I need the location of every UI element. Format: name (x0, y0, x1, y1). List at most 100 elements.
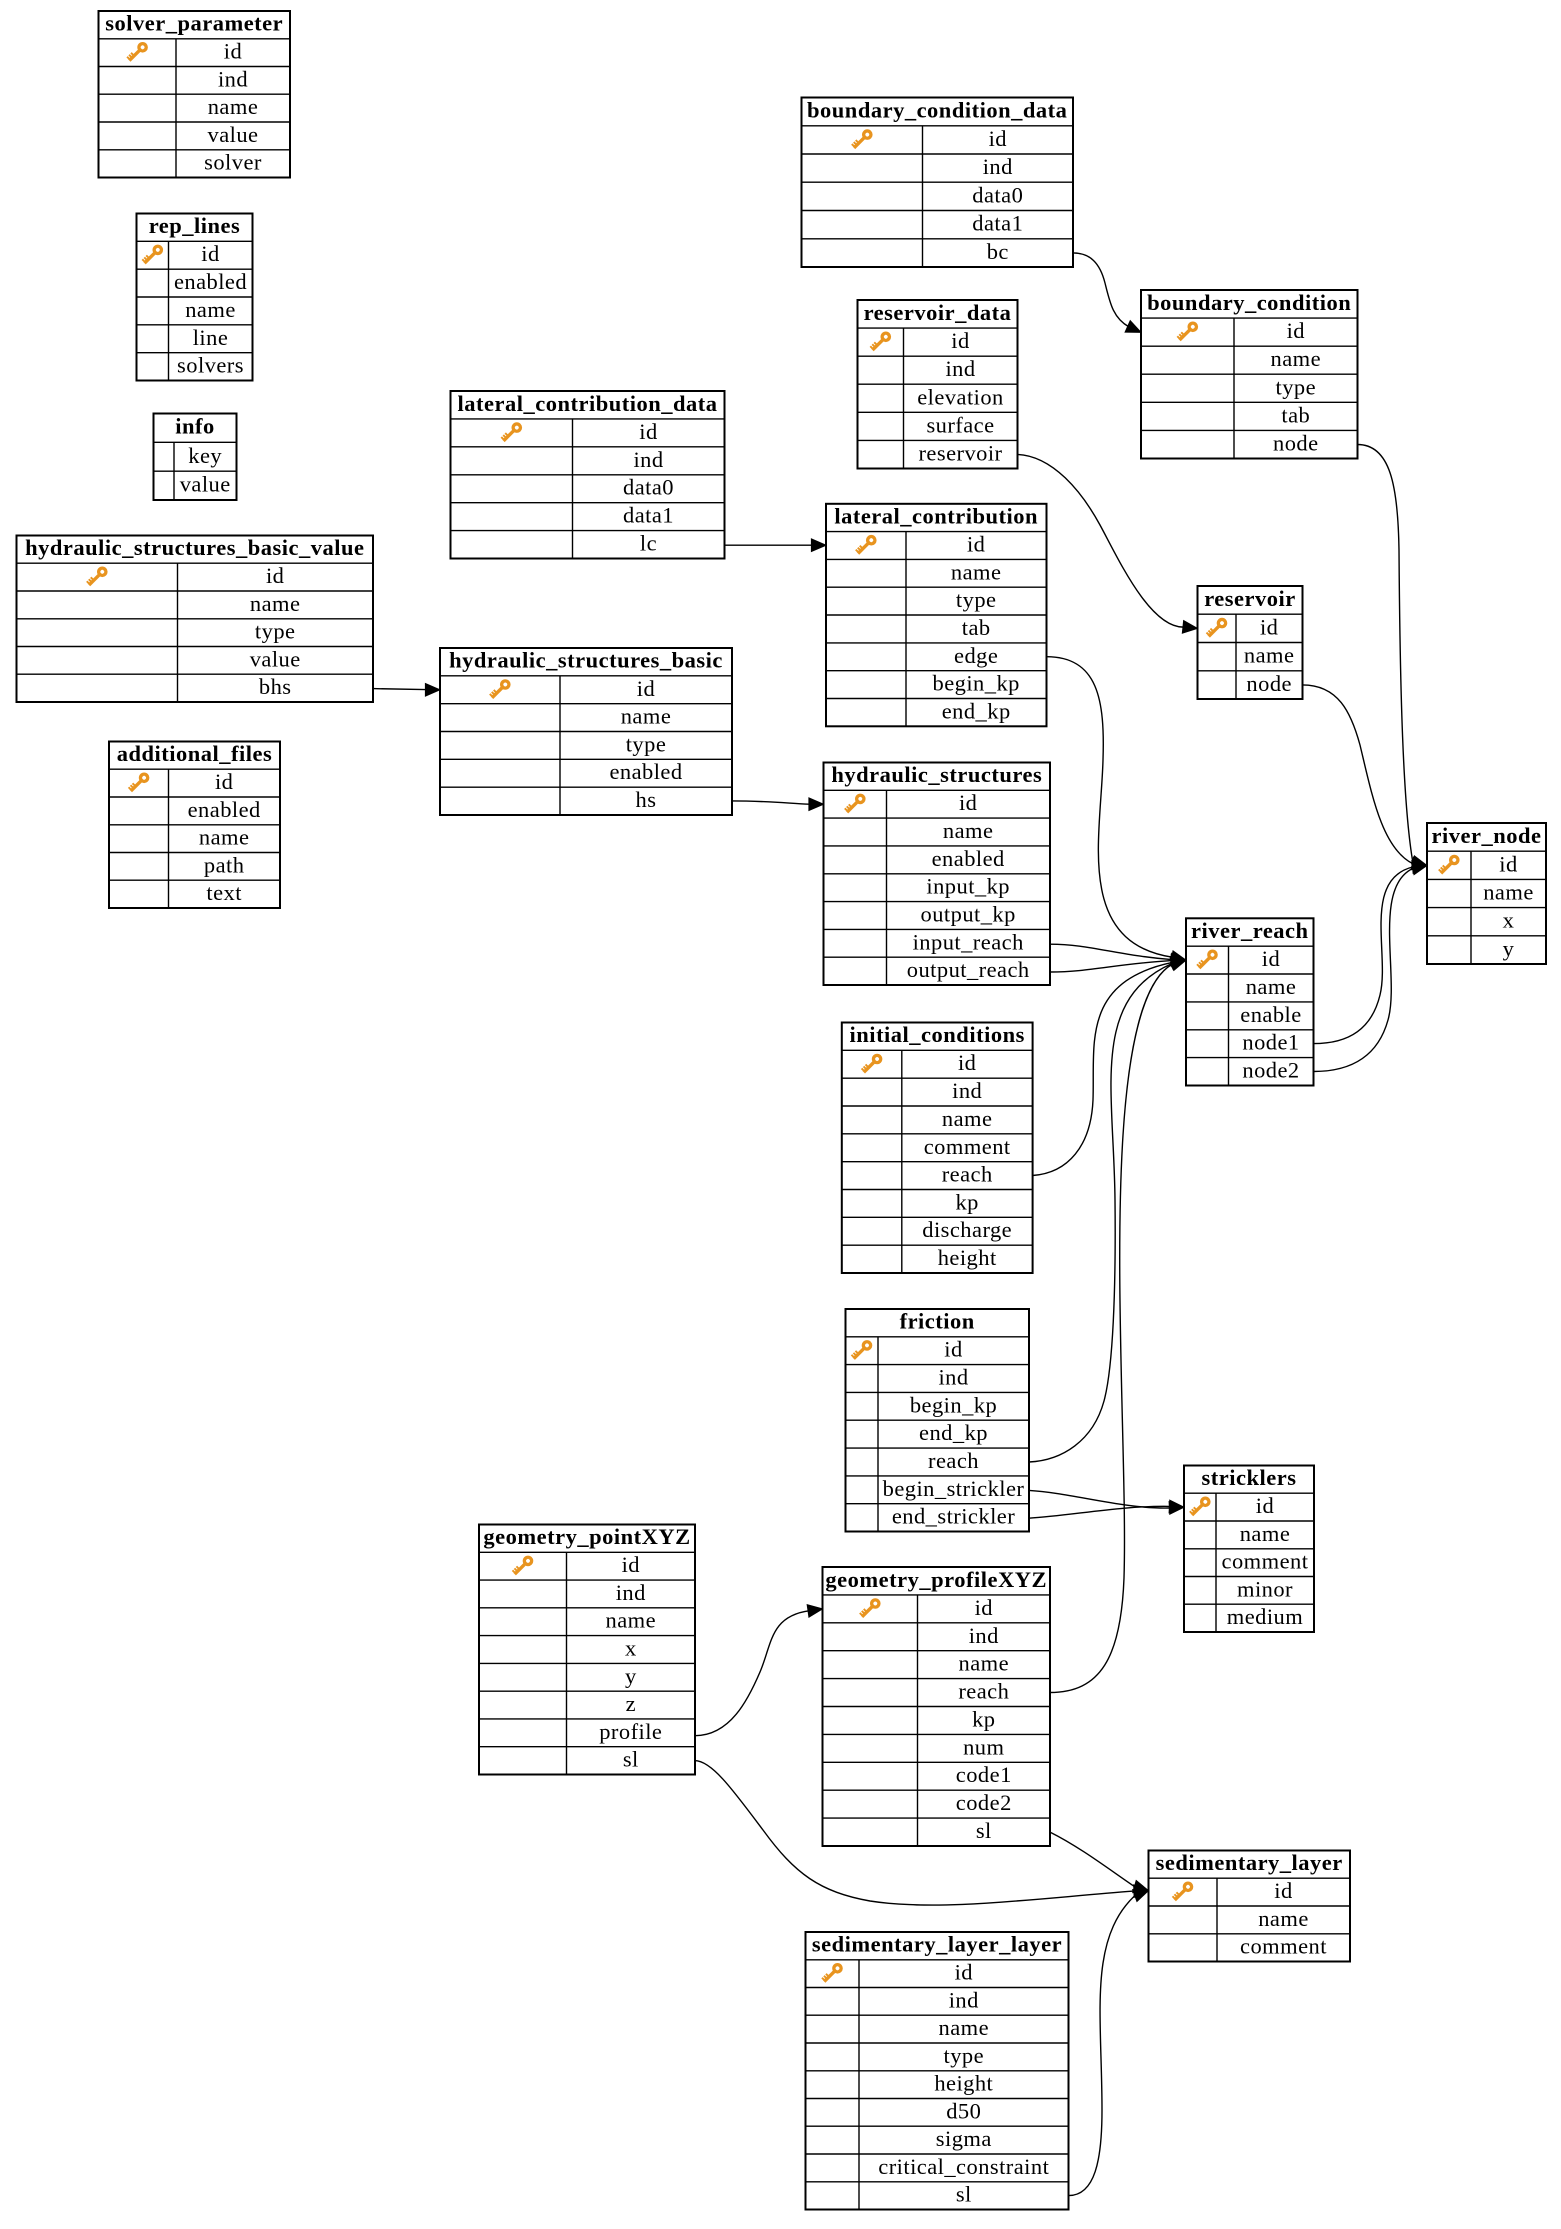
svg-text:end_kp: end_kp (942, 698, 1011, 723)
svg-text:value: value (208, 122, 259, 147)
svg-text:id: id (622, 1552, 640, 1577)
svg-text:key: key (188, 443, 222, 468)
svg-text:begin_strickler: begin_strickler (883, 1476, 1025, 1501)
svg-text:name: name (1271, 346, 1322, 371)
svg-text:reach: reach (942, 1162, 993, 1187)
svg-text:discharge: discharge (922, 1217, 1012, 1242)
svg-text:friction: friction (900, 1309, 975, 1334)
svg-text:comment: comment (924, 1134, 1011, 1159)
svg-text:enabled: enabled (609, 759, 682, 784)
svg-text:reservoir: reservoir (918, 441, 1002, 466)
svg-text:ind: ind (616, 1580, 646, 1605)
svg-text:id: id (1256, 1493, 1274, 1518)
svg-text:sigma: sigma (936, 2126, 992, 2151)
svg-text:ind: ind (949, 1987, 979, 2012)
svg-text:kp: kp (955, 1189, 978, 1214)
svg-text:hs: hs (636, 787, 657, 812)
svg-text:id: id (1274, 1878, 1292, 1903)
svg-text:id: id (639, 419, 657, 444)
svg-text:height: height (934, 2071, 993, 2096)
svg-text:river_node: river_node (1432, 823, 1542, 848)
svg-text:data1: data1 (623, 503, 674, 528)
svg-text:type: type (944, 2043, 985, 2068)
svg-text:lc: lc (640, 531, 657, 556)
svg-text:code2: code2 (956, 1790, 1012, 1815)
svg-text:node: node (1246, 671, 1292, 696)
svg-text:name: name (1244, 643, 1295, 668)
svg-text:lateral_contribution_data: lateral_contribution_data (458, 391, 718, 416)
svg-text:ind: ind (983, 154, 1013, 179)
svg-text:output_reach: output_reach (907, 957, 1030, 982)
svg-text:type: type (956, 587, 997, 612)
svg-text:sedimentary_layer_layer: sedimentary_layer_layer (812, 1932, 1062, 1957)
svg-text:name: name (943, 818, 994, 843)
svg-text:num: num (963, 1734, 1004, 1759)
svg-text:begin_kp: begin_kp (933, 671, 1020, 696)
svg-text:ind: ind (633, 447, 663, 472)
svg-text:profile: profile (599, 1719, 662, 1744)
svg-text:river_reach: river_reach (1191, 918, 1309, 943)
svg-text:enable: enable (1240, 1002, 1301, 1027)
svg-text:initial_conditions: initial_conditions (850, 1022, 1025, 1047)
svg-text:sedimentary_layer: sedimentary_layer (1156, 1850, 1343, 1875)
svg-text:type: type (626, 731, 667, 756)
svg-text:info: info (175, 414, 215, 439)
svg-text:enabled: enabled (932, 846, 1005, 871)
svg-text:node2: node2 (1242, 1058, 1299, 1083)
svg-text:id: id (1260, 614, 1278, 639)
svg-text:end_kp: end_kp (919, 1420, 988, 1445)
svg-text:ind: ind (218, 66, 248, 91)
svg-text:id: id (637, 676, 655, 701)
svg-text:ind: ind (969, 1623, 999, 1648)
svg-text:node: node (1273, 431, 1319, 456)
svg-text:solvers: solvers (177, 353, 244, 378)
svg-text:hydraulic_structures_basic: hydraulic_structures_basic (449, 648, 723, 673)
svg-text:reach: reach (958, 1679, 1009, 1704)
svg-text:name: name (939, 2015, 990, 2040)
svg-text:sl: sl (956, 2182, 972, 2207)
svg-text:type: type (1276, 374, 1317, 399)
svg-text:id: id (959, 790, 977, 815)
svg-text:output_kp: output_kp (921, 902, 1016, 927)
svg-text:ind: ind (945, 356, 975, 381)
svg-text:node1: node1 (1242, 1030, 1299, 1055)
svg-text:bc: bc (987, 239, 1009, 264)
svg-text:code1: code1 (956, 1762, 1012, 1787)
svg-text:id: id (201, 241, 219, 266)
svg-text:solver: solver (204, 150, 262, 175)
svg-text:surface: surface (926, 412, 994, 437)
svg-text:comment: comment (1240, 1934, 1327, 1959)
svg-text:reservoir_data: reservoir_data (864, 300, 1012, 325)
svg-text:name: name (1483, 880, 1534, 905)
svg-text:name: name (185, 297, 236, 322)
svg-text:reservoir: reservoir (1204, 586, 1296, 611)
svg-text:id: id (955, 1960, 973, 1985)
svg-text:d50: d50 (946, 2098, 981, 2123)
svg-text:kp: kp (972, 1707, 995, 1732)
svg-text:hydraulic_structures_basic_val: hydraulic_structures_basic_value (25, 535, 364, 560)
svg-text:critical_constraint: critical_constraint (878, 2154, 1049, 2179)
svg-text:name: name (1246, 974, 1297, 999)
svg-text:ind: ind (938, 1365, 968, 1390)
svg-text:medium: medium (1227, 1604, 1303, 1629)
svg-text:comment: comment (1222, 1549, 1309, 1574)
svg-text:id: id (989, 126, 1007, 151)
svg-text:id: id (215, 769, 233, 794)
svg-text:name: name (942, 1106, 993, 1131)
svg-text:name: name (208, 94, 259, 119)
svg-text:end_strickler: end_strickler (892, 1504, 1015, 1529)
svg-text:id: id (944, 1337, 962, 1362)
svg-text:rep_lines: rep_lines (149, 213, 241, 238)
svg-text:height: height (938, 1245, 997, 1270)
svg-text:x: x (625, 1636, 637, 1661)
svg-text:value: value (180, 472, 231, 497)
svg-text:bhs: bhs (259, 674, 292, 699)
svg-text:tab: tab (1281, 402, 1310, 427)
svg-text:id: id (1262, 946, 1280, 971)
svg-text:text: text (206, 880, 242, 905)
svg-text:data0: data0 (972, 182, 1023, 207)
svg-text:boundary_condition: boundary_condition (1147, 290, 1351, 315)
svg-text:id: id (266, 563, 284, 588)
svg-text:line: line (193, 325, 229, 350)
svg-text:boundary_condition_data: boundary_condition_data (807, 97, 1067, 122)
